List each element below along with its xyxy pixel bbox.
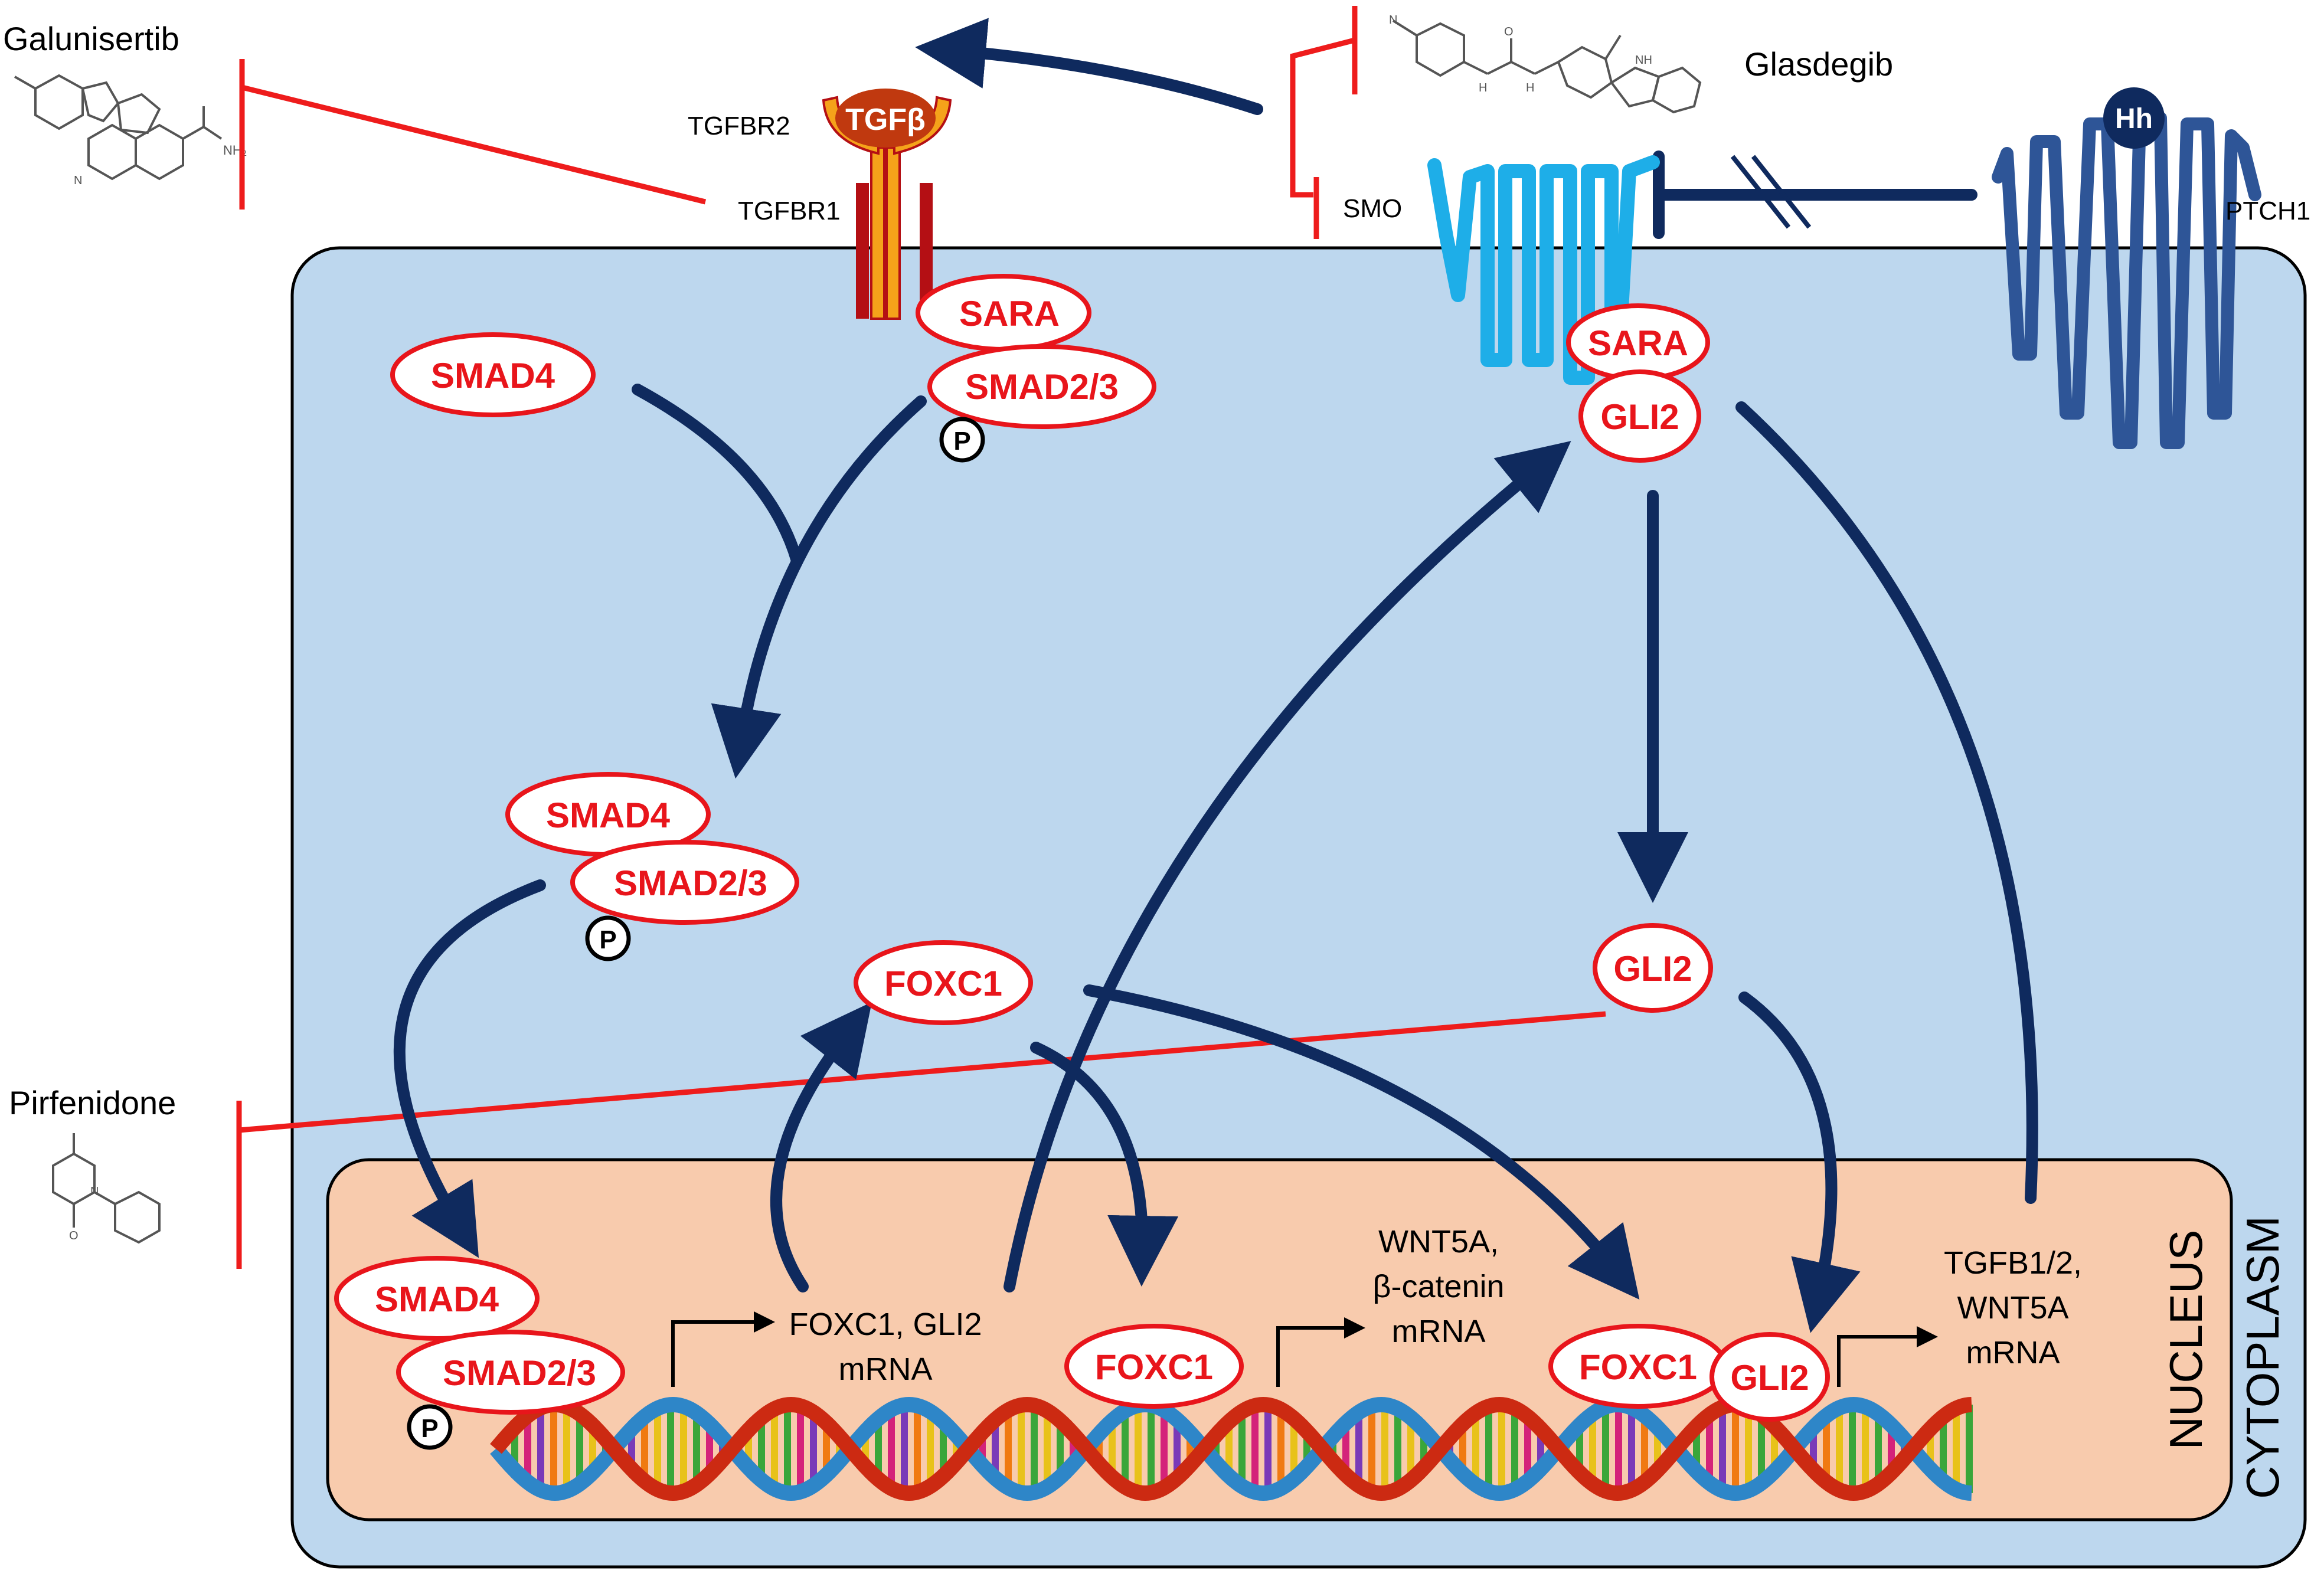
svg-text:H: H [1526, 81, 1534, 94]
nucleus-label: NUCLEUS [2160, 1230, 2212, 1450]
svg-text:N: N [90, 1185, 99, 1198]
foxc1-gli2-complex-nucleus: FOXC1 GLI2 [1548, 1324, 1830, 1422]
phospho-membrane [939, 417, 985, 463]
complex-to-nucleus-arrow [393, 879, 546, 1258]
tgfbr2-label: TGFBR2 [688, 112, 790, 140]
galunisertib-label: Galunisertib [3, 20, 179, 57]
smad23-oval-membrane [927, 344, 1156, 429]
smad-complex-cyto: SMAD4 SMAD2/3 P [505, 772, 799, 961]
smad4-label-cyto: SMAD4 [431, 356, 555, 395]
mrna-to-gli2-arrow [1004, 441, 1571, 1292]
foxc1-oval-nucleus [1064, 1324, 1244, 1409]
wnt5a-mrna-line1: WNT5A, [1378, 1224, 1499, 1259]
sara-label-tgfbr: SARA [959, 294, 1060, 333]
foxc1-to-foxc1gli2-arrow [1083, 984, 1640, 1300]
pirfenidone-structure: O N [52, 1133, 161, 1244]
glasdegib-inhibition [1290, 6, 1358, 239]
gli2-oval-cyto [1593, 923, 1713, 1013]
smad23-oval-complex [570, 840, 799, 925]
tgfb12-mrna-line3: mRNA [1966, 1335, 2060, 1370]
smad4-label-complex: SMAD4 [546, 796, 671, 835]
smad23-label-nucleus: SMAD2/3 [443, 1353, 596, 1393]
smad23-to-complex-arrow [711, 395, 927, 779]
tgfb-ligand [835, 89, 936, 148]
galunisertib-structure: NH₂ N [14, 74, 247, 187]
ptch1-receptor [1992, 112, 2261, 449]
wnt5a-mrna-line2: β-catenin [1372, 1269, 1504, 1304]
hh-ligand-label: Hh [2115, 103, 2153, 135]
smad4-to-complex-arrow [632, 384, 803, 567]
smad4-oval-cyto [390, 332, 596, 417]
smo-label: SMO [1343, 194, 1402, 223]
svg-text:N: N [74, 174, 82, 187]
membrane-sara-smad23: SARA SMAD2/3 P [916, 274, 1156, 463]
tgfbr1-label: TGFBR1 [738, 197, 841, 225]
smad23-label-complex: SMAD2/3 [614, 863, 767, 903]
foxc1-gli2-mrna-line1: FOXC1, GLI2 [789, 1307, 982, 1342]
gli2-oval-complex [1710, 1332, 1830, 1422]
tgfb-feedback-line [1735, 401, 2038, 1204]
pirfenidone-label: Pirfenidone [9, 1084, 176, 1121]
foxc1-label-nucleus: FOXC1 [1095, 1347, 1213, 1387]
svg-text:NH: NH [1635, 54, 1652, 67]
foxc1-to-nucleus-arrow [1030, 1042, 1179, 1287]
phospho-nucleus [407, 1404, 453, 1450]
svg-text:O: O [69, 1229, 79, 1242]
galunisertib-inhibition [239, 59, 707, 210]
phospho-complex [585, 915, 631, 961]
gli2-label-complex: GLI2 [1730, 1358, 1809, 1398]
smad-complex-nucleus: SMAD4 SMAD2/3 P [334, 1256, 625, 1450]
wnt5a-mrna-line3: mRNA [1392, 1314, 1486, 1349]
mrna-to-foxc1-arrow [770, 1002, 872, 1292]
gli2-label-cyto: GLI2 [1613, 949, 1692, 989]
phospho-label-nucleus: P [421, 1414, 438, 1443]
smo-to-tgfbr-arrow [915, 18, 1263, 115]
foxc1-label-cyto: FOXC1 [884, 964, 1002, 1003]
cytoplasm-label: CYTOPLASM [2237, 1216, 2289, 1499]
svg-text:O: O [1504, 25, 1514, 38]
glasdegib-structure: N O H H NH [1389, 14, 1702, 114]
smad23-label-membrane: SMAD2/3 [965, 367, 1119, 407]
svg-text:H: H [1479, 81, 1487, 94]
ptch1-break-marks [1730, 155, 1812, 229]
smo-receptor [1427, 155, 1660, 385]
dna-helix [490, 1396, 1973, 1501]
smad4-label-nucleus: SMAD4 [375, 1280, 499, 1319]
tgf-beta-receptor [822, 89, 952, 320]
signaling-arrows [393, 18, 2038, 1333]
foxc1-label-complex: FOXC1 [1579, 1347, 1697, 1387]
smad4-oval-nucleus [334, 1256, 540, 1341]
foxc1-gli2-mrna-line2: mRNA [839, 1352, 933, 1387]
tgfb12-mrna-line2: WNT5A [1957, 1290, 2069, 1326]
transcription-arrows [671, 1311, 1938, 1387]
pirfenidone-inhibition [236, 1011, 1606, 1269]
svg-text:N: N [1389, 14, 1397, 27]
gli2-oval-smo [1578, 369, 1701, 463]
ptch1-label: PTCH1 [2225, 197, 2310, 225]
gli2-label-smo: GLI2 [1600, 397, 1679, 437]
smo-sara-gli2: SARA GLI2 [1566, 303, 1710, 463]
glasdegib-label: Glasdegib [1744, 45, 1893, 83]
phospho-label-complex: P [599, 925, 616, 954]
sara-label-smo: SARA [1588, 323, 1688, 363]
tgfb-ligand-label: TGFβ [845, 103, 926, 137]
smad23-oval-nucleus [396, 1330, 625, 1415]
hh-ligand [2103, 87, 2165, 149]
foxc1-oval-cyto [854, 940, 1033, 1025]
phospho-label-membrane: P [953, 427, 970, 456]
gli2-to-nucleus-arrow [1738, 991, 1861, 1333]
dna-strand-blue [490, 1396, 1972, 1501]
tgfb12-mrna-line1: TGFB1/2, [1944, 1245, 2082, 1281]
